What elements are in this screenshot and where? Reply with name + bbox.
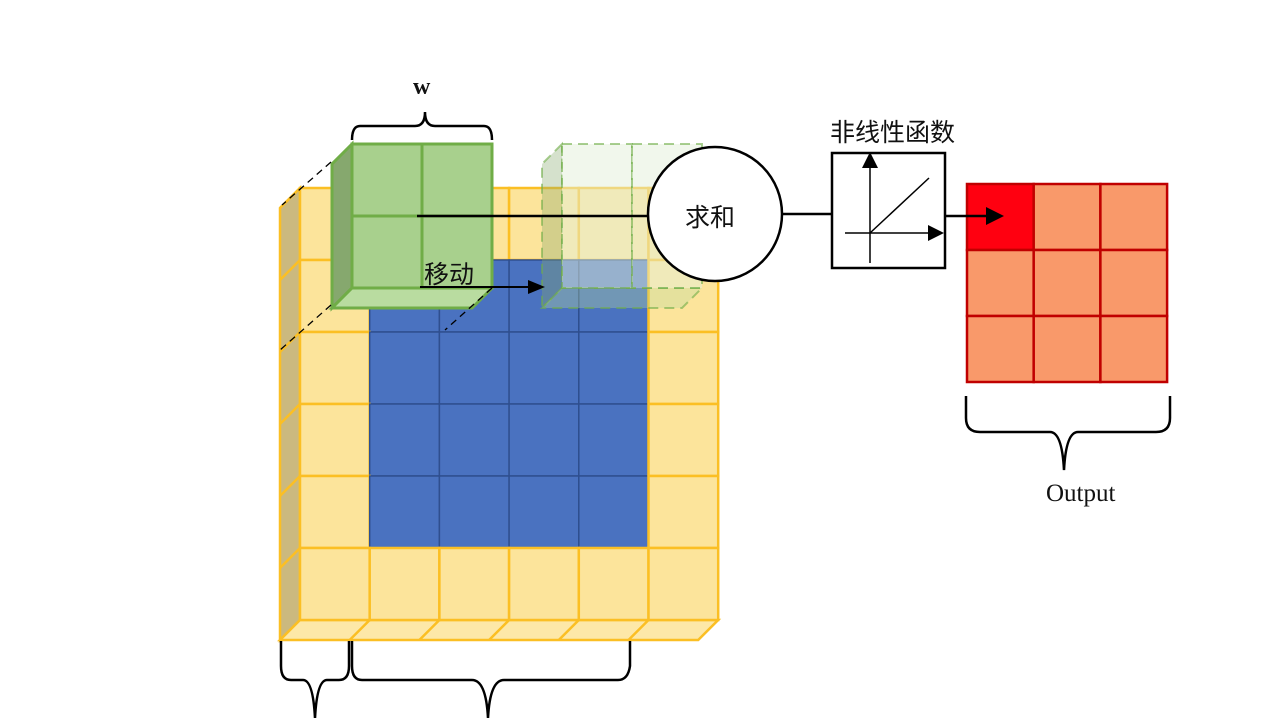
padding-cell <box>298 330 371 406</box>
kernel-bottom-face <box>539 287 705 309</box>
kernel-cell <box>350 214 424 290</box>
kernel-cell <box>561 215 633 289</box>
output-cell <box>1099 314 1169 384</box>
kernel-width-label: w <box>413 74 431 100</box>
kernel-bottom-face <box>328 286 496 310</box>
move-arrowhead <box>528 280 545 294</box>
output-arrowhead <box>986 207 1004 225</box>
activation-function-box <box>830 151 947 270</box>
output-brace <box>964 396 1172 471</box>
kernel-cube <box>328 140 496 312</box>
input-cell <box>578 331 650 405</box>
kernel-moved-ghost <box>539 141 705 311</box>
input-cell <box>508 475 580 549</box>
kernel-width-brace <box>350 111 494 141</box>
output-cell <box>1032 314 1102 384</box>
input-cell <box>438 403 510 477</box>
kernel-side-face <box>541 141 563 311</box>
kernel-side-face <box>330 140 354 312</box>
sum-label: 求和 <box>685 203 736 232</box>
output-cell <box>1099 182 1169 252</box>
kernel-cell <box>420 142 494 218</box>
output-cell <box>965 314 1035 384</box>
padding-brace <box>279 641 351 718</box>
input-cell <box>368 475 441 549</box>
padding-cell <box>438 546 511 622</box>
kernel-cell <box>420 214 494 290</box>
perspective-dashes <box>279 161 493 351</box>
output-cell <box>1032 182 1102 252</box>
padding-cell <box>647 546 720 622</box>
input-cell <box>368 403 441 477</box>
input-cell <box>368 331 441 405</box>
padding-cell <box>298 546 371 622</box>
output-cell <box>1032 248 1102 318</box>
input-cell <box>578 403 650 477</box>
output-label: Output <box>1046 480 1116 507</box>
nonlinear-function-label: 非线性函数 <box>830 118 956 147</box>
kernel-cell <box>561 143 633 217</box>
input-cell <box>508 403 580 477</box>
input-cell <box>438 475 510 549</box>
padding-cell <box>647 402 720 478</box>
padding-cell <box>647 330 720 406</box>
input-cell <box>438 331 510 405</box>
input-cell <box>508 331 580 405</box>
output-cell <box>1099 248 1169 318</box>
padding-cell <box>298 474 371 550</box>
padding-cell <box>368 546 441 622</box>
kernel-cell <box>350 142 424 218</box>
input-cell <box>578 475 650 549</box>
padding-cell <box>507 546 581 622</box>
padding-cell <box>647 474 720 550</box>
input-brace <box>350 641 632 718</box>
padding-cell <box>298 402 371 478</box>
output-cell <box>965 248 1035 318</box>
move-label: 移动 <box>424 260 475 289</box>
output-grid <box>965 182 1169 384</box>
padding-cell <box>577 546 650 622</box>
